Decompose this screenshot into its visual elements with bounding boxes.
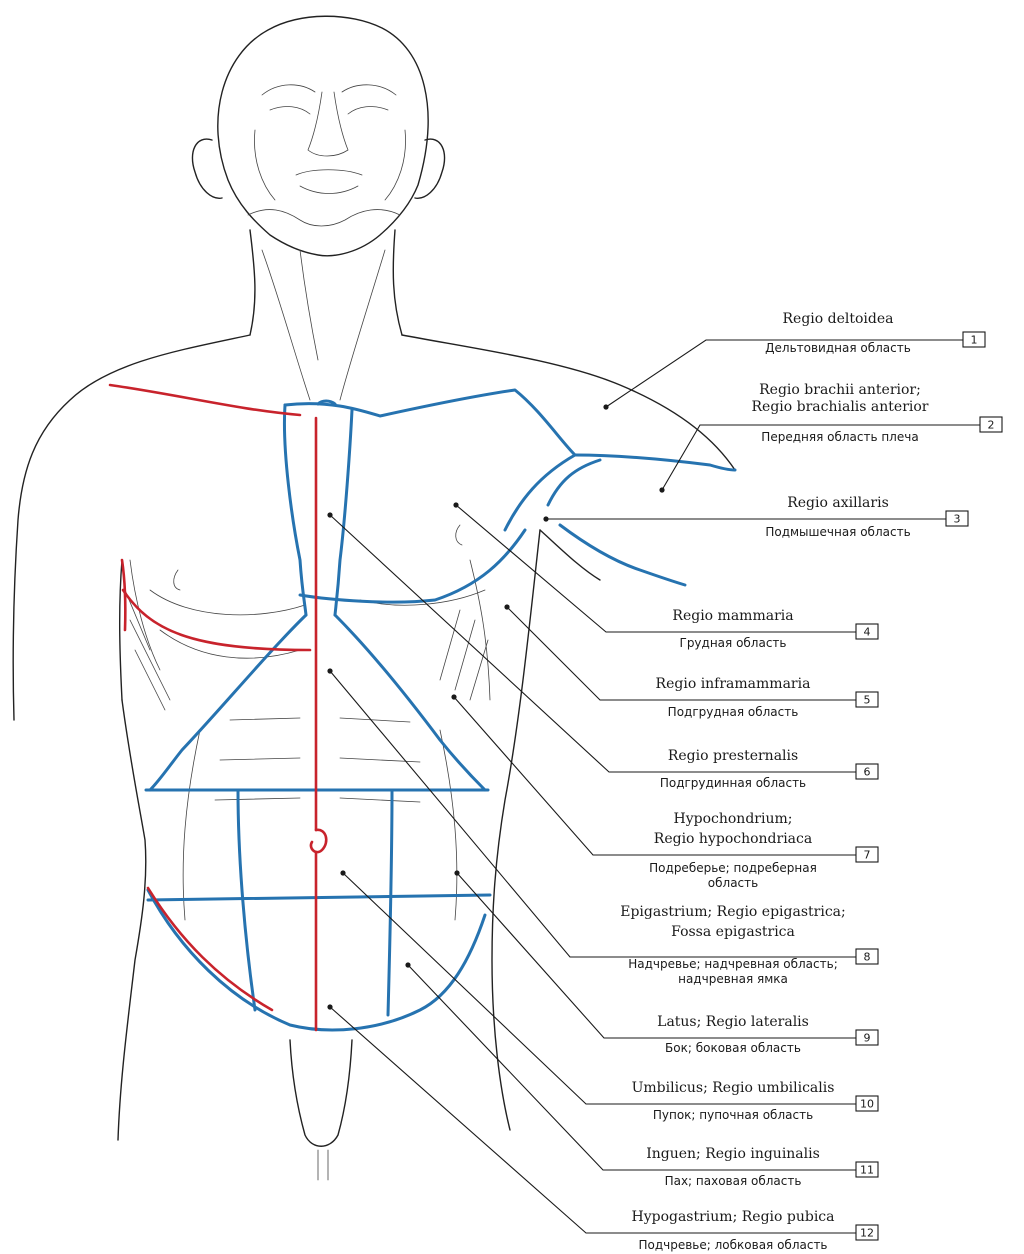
region-latin-name: Hypogastrium; Regio pubica: [631, 1209, 834, 1225]
region-marker-dot: [327, 1004, 332, 1009]
deltoid-boundary: [575, 455, 735, 470]
nipple-left: [174, 570, 180, 590]
region-latin-name: Epigastrium; Regio epigastrica;: [620, 904, 845, 920]
region-number: 9: [864, 1032, 871, 1045]
region-latin-name: Fossa epigastrica: [671, 924, 795, 940]
sternum-left: [284, 405, 306, 615]
region-russian-name: Грудная область: [680, 636, 787, 650]
region-marker-dot: [543, 516, 548, 521]
region-marker-dot: [603, 404, 608, 409]
region-russian-name: Надчревье; надчревная область;: [628, 957, 838, 971]
region-latin-name: Regio hypochondriaca: [654, 831, 812, 847]
region-russian-name: надчревная ямка: [678, 972, 788, 986]
region-russian-name: Подреберье; подреберная: [649, 861, 817, 875]
genital-outline: [290, 1040, 352, 1146]
neck-muscles: [262, 250, 385, 400]
region-russian-name: Пах; паховая область: [665, 1174, 802, 1188]
face-features: [254, 85, 405, 200]
left-shoulder-arm: [13, 335, 250, 720]
region-marker-dot: [327, 668, 332, 673]
region-boundaries: [146, 390, 735, 1030]
region-number: 6: [864, 766, 871, 779]
region-latin-name: Hypochondrium;: [674, 811, 793, 827]
region-latin-name: Latus; Regio lateralis: [657, 1014, 809, 1030]
region-number: 5: [864, 694, 871, 707]
region-russian-name: область: [708, 876, 758, 890]
region-number: 1: [971, 334, 978, 347]
region-number: 11: [860, 1164, 874, 1177]
region-number: 3: [954, 513, 961, 526]
region-russian-name: Дельтовидная область: [765, 341, 911, 355]
region-latin-name: Regio axillaris: [787, 495, 889, 511]
region-russian-name: Пупок; пупочная область: [653, 1108, 813, 1122]
region-marker-dot: [454, 870, 459, 875]
region-russian-name: Подчревье; лобковая область: [638, 1238, 827, 1252]
right-ear: [415, 139, 445, 198]
region-latin-name: Regio mammaria: [672, 608, 793, 624]
umbilicus-mark: [311, 830, 326, 852]
axilla-crease: [540, 530, 600, 580]
region-marker-dot: [327, 512, 332, 517]
head-outline: [218, 16, 428, 256]
region-russian-name: Подгрудинная область: [660, 776, 806, 790]
region-marker-dot: [340, 870, 345, 875]
upper-chest-red: [110, 385, 300, 415]
region-russian-name: Передняя область плеча: [761, 430, 918, 444]
left-ear: [192, 139, 222, 198]
region-latin-name: Regio brachii anterior;: [759, 382, 921, 398]
region-latin-name: Regio brachialis anterior: [752, 399, 929, 415]
region-marker-dot: [453, 502, 458, 507]
region-number: 7: [864, 849, 871, 862]
region-russian-name: Бок; боковая область: [665, 1041, 801, 1055]
region-russian-name: Подгрудная область: [668, 705, 799, 719]
abdominal-lines: [183, 718, 457, 920]
body-outline: [13, 16, 735, 1180]
region-number: 8: [864, 951, 871, 964]
right-vertical-line: [388, 790, 392, 1015]
region-marker-dot: [405, 962, 410, 967]
sternum-right: [335, 410, 352, 615]
region-number: 2: [988, 419, 995, 432]
region-latin-name: Regio inframammaria: [656, 676, 811, 692]
region-marker-dot: [659, 487, 664, 492]
neck-right: [393, 230, 402, 335]
region-latin-name: Regio deltoidea: [783, 311, 894, 327]
region-marker-dot: [504, 604, 509, 609]
interspinous-line: [148, 895, 490, 900]
chest-muscles: [130, 560, 490, 700]
left-flank: [118, 700, 146, 1140]
region-latin-name: Umbilicus; Regio umbilicalis: [632, 1080, 835, 1096]
region-number: 12: [860, 1227, 874, 1240]
region-marker-dot: [451, 694, 456, 699]
region-latin-name: Inguen; Regio inguinalis: [646, 1146, 820, 1162]
midline-markings: [110, 385, 326, 1030]
axillary-fold: [560, 525, 685, 585]
region-number: 10: [860, 1098, 874, 1111]
jaw-line: [248, 210, 400, 226]
neck-left: [250, 230, 255, 335]
right-flank: [492, 530, 540, 1130]
leader-line: [408, 965, 856, 1170]
left-side-red: [122, 560, 125, 630]
region-number: 4: [864, 626, 871, 639]
region-russian-name: Подмышечная область: [765, 525, 910, 539]
nipple-right: [456, 525, 462, 545]
genital-line: [318, 1150, 328, 1180]
region-latin-name: Regio presternalis: [668, 748, 798, 764]
left-arm-inner: [120, 560, 122, 700]
